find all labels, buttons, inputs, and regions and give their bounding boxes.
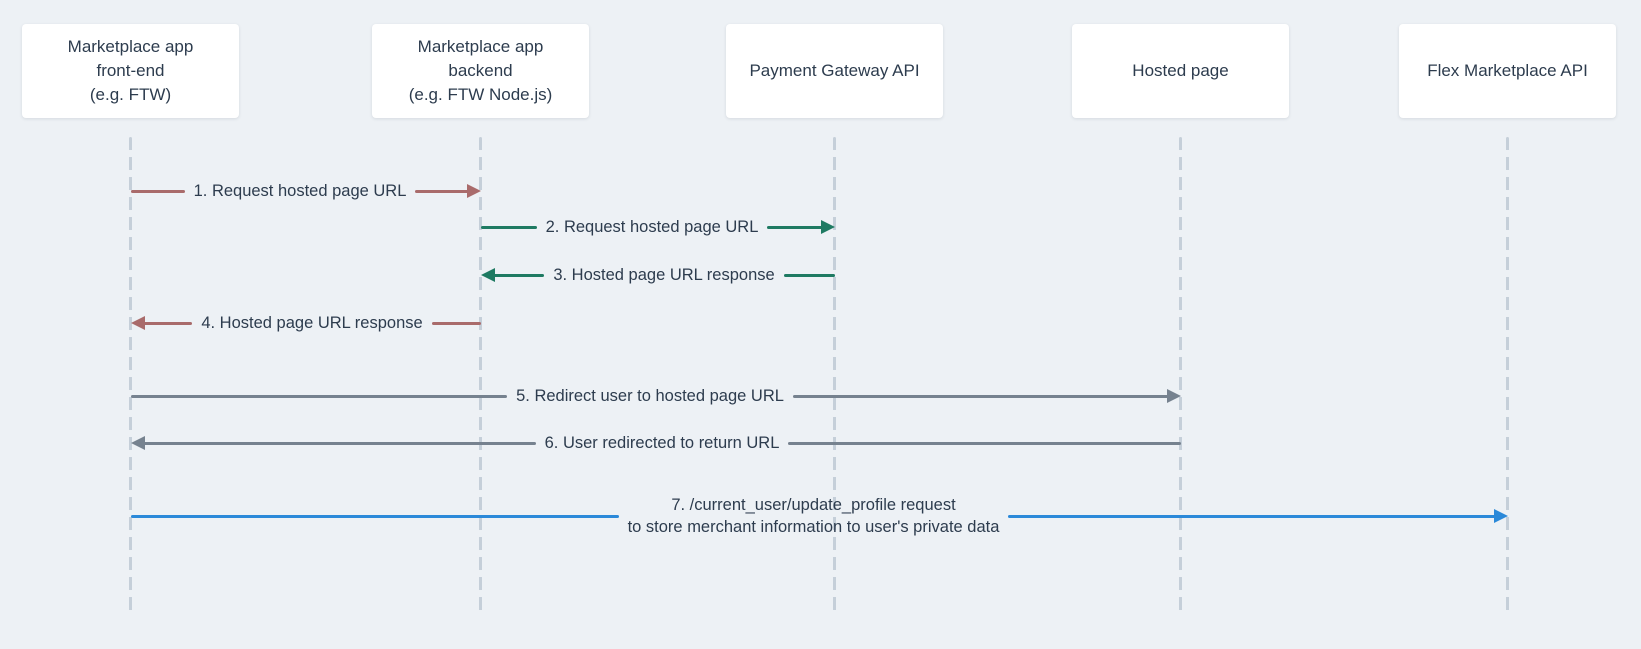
message-4-label: 4. Hosted page URL response (201, 314, 423, 332)
participant-box-hosted-page: Hosted page (1072, 24, 1289, 118)
message-5-label: 5. Redirect user to hosted page URL (516, 387, 784, 405)
lifeline-flex-marketplace-api (1506, 137, 1509, 617)
message-line-segment (431, 321, 482, 325)
arrowhead-right-icon (821, 220, 835, 234)
message-1: 1. Request hosted page URL (131, 179, 481, 203)
lifeline-frontend (129, 137, 132, 617)
message-line-segment (788, 441, 1182, 445)
message-1-label: 1. Request hosted page URL (193, 182, 407, 200)
message-3: 3. Hosted page URL response (481, 263, 836, 287)
message-line-segment (143, 321, 193, 325)
arrowhead-left-icon (131, 436, 145, 450)
participant-box-backend: Marketplace app backend (e.g. FTW Node.j… (372, 24, 589, 118)
message-line-segment (493, 273, 545, 277)
arrowhead-right-icon (467, 184, 481, 198)
message-line-segment (481, 225, 537, 229)
participant-box-frontend: Marketplace app front-end (e.g. FTW) (22, 24, 239, 118)
message-line-segment (792, 394, 1170, 398)
message-7: 7. /current_user/update_profile request … (131, 492, 1508, 540)
message-line-segment (143, 441, 536, 445)
message-4: 4. Hosted page URL response (131, 311, 482, 335)
lifeline-payment-gateway-api (833, 137, 836, 617)
message-2-label: 2. Request hosted page URL (545, 218, 759, 236)
participant-box-payment-gateway-api: Payment Gateway API (726, 24, 943, 118)
message-6-label: 6. User redirected to return URL (544, 434, 780, 452)
message-line-segment (131, 394, 508, 398)
message-2: 2. Request hosted page URL (481, 215, 835, 239)
message-7-label: 7. /current_user/update_profile request … (627, 496, 1000, 536)
message-3-label: 3. Hosted page URL response (553, 266, 775, 284)
arrowhead-left-icon (481, 268, 495, 282)
message-line-segment (415, 189, 469, 193)
message-line-segment (131, 189, 185, 193)
message-line-segment (131, 514, 619, 518)
participant-box-flex-marketplace-api: Flex Marketplace API (1399, 24, 1616, 118)
message-line-segment (767, 225, 823, 229)
lifeline-hosted-page (1179, 137, 1182, 617)
message-line-segment (783, 273, 836, 277)
lifeline-backend (479, 137, 482, 617)
arrowhead-left-icon (131, 316, 145, 330)
arrowhead-right-icon (1494, 509, 1508, 523)
message-line-segment (1008, 514, 1496, 518)
message-5: 5. Redirect user to hosted page URL (131, 384, 1182, 408)
arrowhead-right-icon (1167, 389, 1182, 403)
message-6: 6. User redirected to return URL (131, 431, 1182, 455)
